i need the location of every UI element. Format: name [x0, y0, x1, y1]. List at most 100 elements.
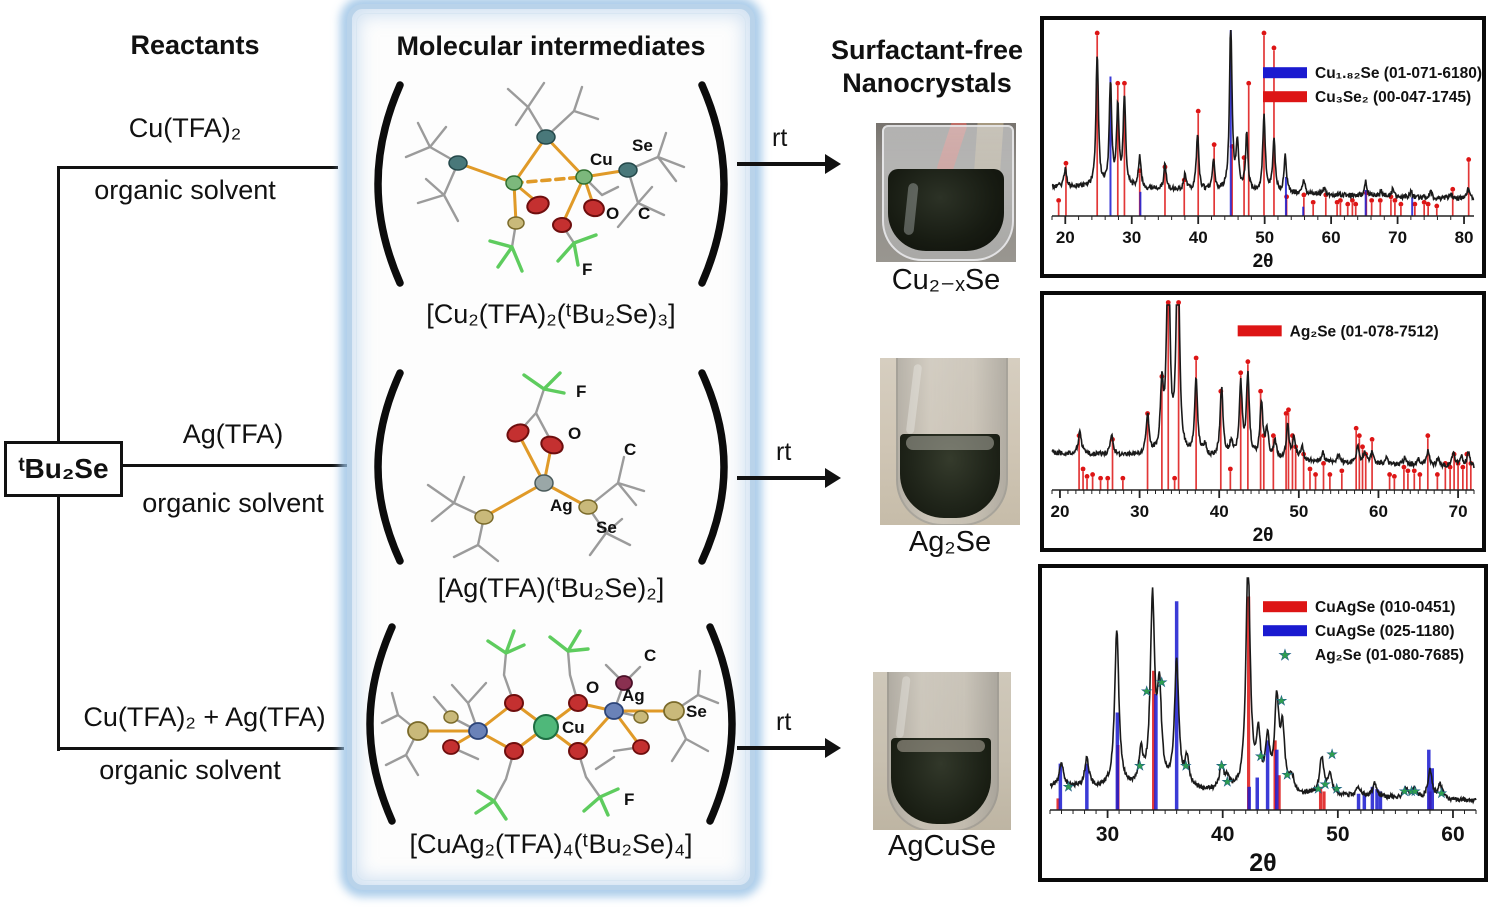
reference-stick-dot: [1176, 300, 1181, 305]
intermediate3-formula: [CuAg₂(TFA)₄(ᵗBu₂Se)₄]: [409, 829, 693, 859]
atom-label-o: O: [568, 424, 581, 443]
reference-stick-dot: [1434, 472, 1440, 477]
reference-stick-dot: [1327, 472, 1333, 477]
x-tick-label: 40: [1211, 823, 1234, 846]
branch1-solvent: organic solvent: [94, 175, 276, 205]
branch2-solvent: organic solvent: [142, 488, 324, 518]
star-marker: ★: [1331, 781, 1343, 796]
reference-stick-dot: [1450, 186, 1456, 192]
reference-stick-dot: [1084, 474, 1090, 479]
atom-label-c: C: [638, 204, 650, 223]
product-photo-cu2xse: [876, 123, 1016, 262]
atom-labels: Cu Se O C F: [582, 136, 653, 279]
fluorine-sticks: [522, 371, 566, 395]
tbu-sticks: [426, 387, 646, 563]
atom-label-c: C: [624, 440, 636, 459]
liquid-surface: [906, 436, 994, 450]
atom-label-metal: Cu: [590, 150, 613, 169]
atom-label-metal: Ag: [550, 496, 573, 515]
legend-swatch: [1263, 67, 1307, 79]
intermediates-heading: Molecular intermediates: [396, 31, 706, 61]
legend-star-marker: ★: [1278, 647, 1291, 664]
left-bracket: [366, 623, 396, 825]
fluorine-sticks: [474, 629, 620, 821]
tbu-sticks: [380, 649, 720, 803]
atom-label-se: Se: [632, 136, 653, 155]
star-marker: ★: [1063, 779, 1075, 794]
atom-label-se: Se: [596, 518, 617, 537]
star-marker: ★: [1141, 684, 1153, 699]
atom-label-ag: Ag: [622, 686, 645, 705]
left-bracket: [374, 81, 404, 287]
reference-stick-dot: [1098, 475, 1103, 481]
atom-labels: F O C Ag Se: [550, 382, 636, 537]
reference-stick-dot: [1398, 201, 1404, 207]
liquid-surface: [897, 740, 985, 752]
atom-label-f: F: [582, 260, 592, 279]
star-marker: ★: [1255, 749, 1267, 764]
x-tick-label: 40: [1189, 228, 1208, 247]
arrow-head: [825, 738, 841, 758]
reference-stick-dot: [1105, 475, 1111, 481]
branch-line-middle: [119, 464, 347, 467]
reference-stick-dot: [1412, 201, 1418, 207]
reference-stick-dot: [1401, 464, 1407, 470]
legend-label: Cu₁.₈₂Se (01-071-6180): [1315, 65, 1482, 82]
x-tick-label: 80: [1455, 228, 1474, 247]
root-reactant-box: ᵗBu₂Se: [4, 441, 123, 497]
reference-stick-dot: [1080, 466, 1086, 472]
reference-stick-dot: [1094, 30, 1100, 36]
atoms: [474, 423, 598, 525]
atoms: [407, 675, 685, 760]
reference-stick-dot: [1261, 30, 1267, 36]
atom-label-f: F: [624, 790, 634, 809]
arrow-head: [825, 154, 841, 174]
intermediates-panel: Molecular intermediates: [347, 4, 755, 890]
star-marker: ★: [1221, 774, 1233, 789]
reference-stick-dot: [1258, 388, 1264, 394]
reference-stick-dot: [1417, 472, 1423, 477]
atom-label-se: Se: [686, 702, 707, 721]
legend-label: Cu₃Se₂ (00-047-1745): [1315, 89, 1471, 106]
x-tick-label: 60: [1322, 228, 1341, 247]
x-tick-label: 50: [1289, 502, 1308, 521]
reference-stick-dot: [1425, 433, 1431, 439]
reference-stick-dot: [1227, 466, 1233, 472]
reference-stick-dot: [1283, 411, 1289, 416]
reaction-arrow-2: [737, 466, 845, 490]
legend-swatch: [1263, 91, 1307, 103]
x-tick-label: 60: [1369, 502, 1388, 521]
branch-line-bottom: [57, 747, 344, 750]
reference-stick-dot: [1172, 475, 1178, 481]
reference-stick-dot: [1353, 201, 1359, 207]
reference-stick-dot: [1195, 108, 1201, 114]
atom-label-c: C: [644, 646, 656, 665]
reference-stick-dot: [1405, 468, 1411, 474]
reference-stick-dot: [1411, 468, 1417, 474]
x-axis-label: 2θ: [1249, 849, 1276, 877]
reference-stick-dot: [1369, 437, 1375, 442]
star-marker: ★: [1276, 693, 1288, 708]
diffraction-trace: [1049, 577, 1477, 805]
product-label-ag2se: Ag₂Se: [908, 526, 992, 558]
reaction-condition-3: rt: [776, 708, 792, 736]
reference-stick-dot: [1466, 157, 1472, 162]
products-heading-line1: Surfactant-free: [830, 35, 1024, 65]
reference-stick-dot: [1425, 201, 1431, 207]
star-marker: ★: [1156, 674, 1168, 689]
x-tick-label: 20: [1056, 228, 1075, 247]
product-photo-agcuse: [873, 672, 1011, 830]
x-tick-label: 70: [1449, 502, 1468, 521]
reference-stick-dot: [1313, 472, 1318, 477]
reference-stick-dot: [1056, 198, 1062, 203]
star-marker: ★: [1216, 758, 1228, 773]
x-tick-label: 30: [1130, 502, 1149, 521]
star-marker: ★: [1312, 781, 1324, 796]
product-label-cu2xse: Cu₂₋ₓSe: [891, 264, 1001, 296]
intermediate1-formula: [Cu₂(TFA)₂(ᵗBu₂Se)₃]: [426, 299, 676, 329]
intermediates-panel-inner-border: [356, 13, 746, 881]
